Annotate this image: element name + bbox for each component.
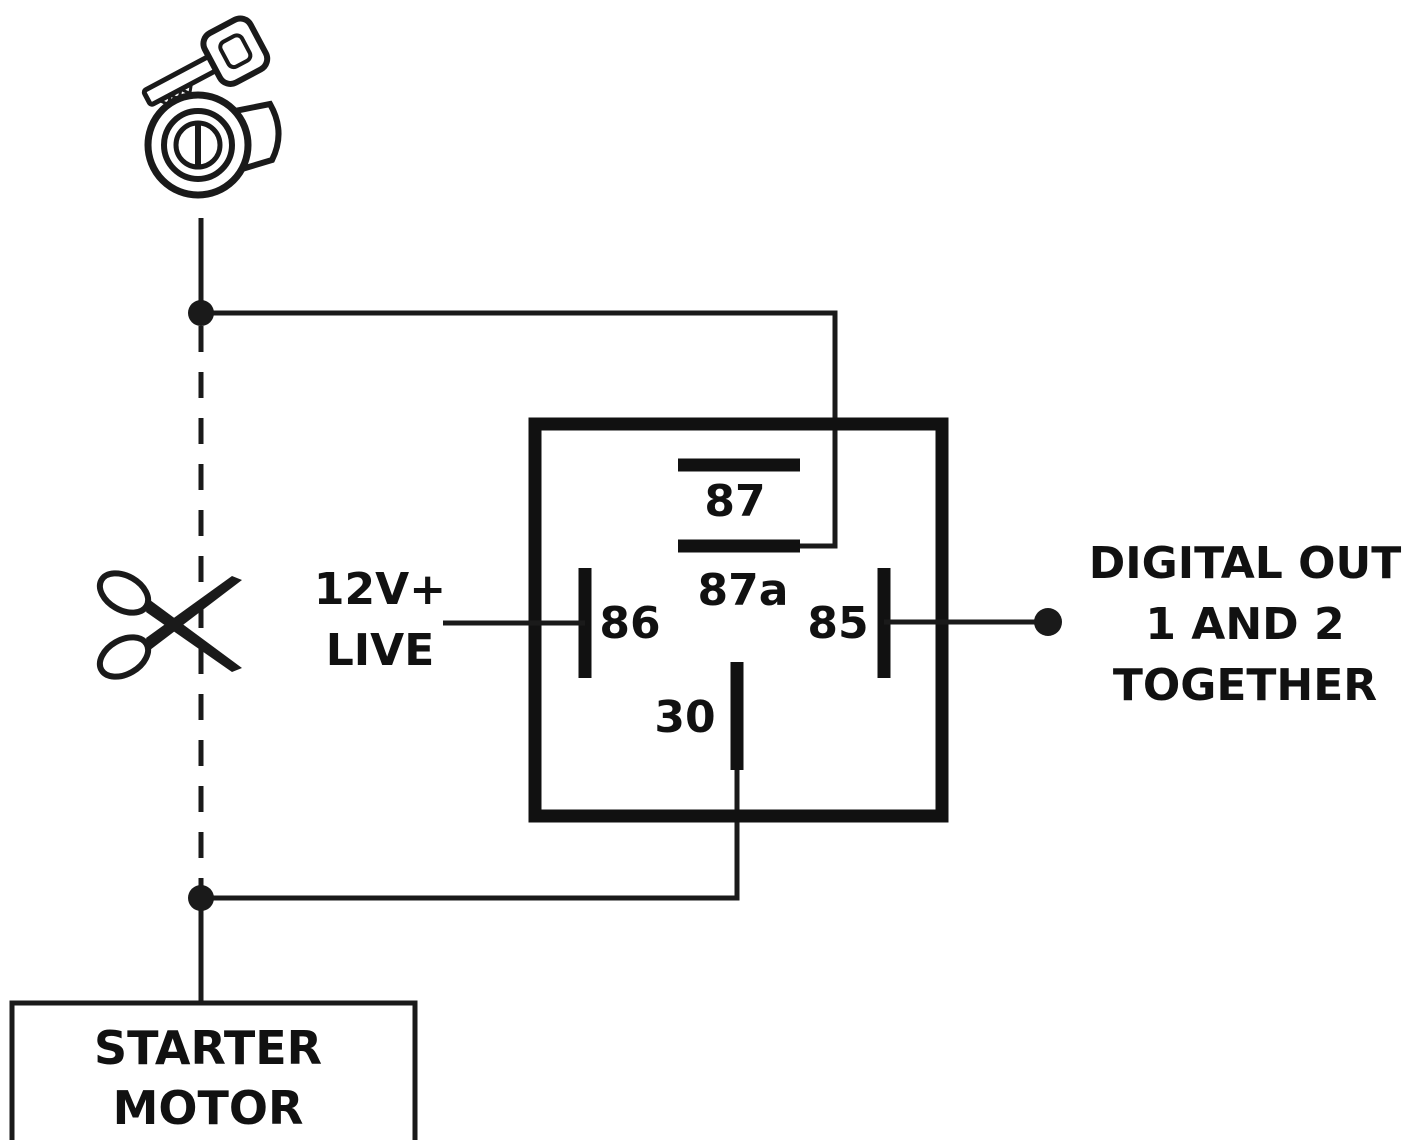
pin-86-label: 86 [599,598,660,649]
junction-dot-top [188,300,214,326]
starter-label-line2: MOTOR [113,1081,304,1135]
digital-label-line1: DIGITAL OUT [1089,538,1402,589]
starter-label-line1: STARTER [94,1021,322,1075]
digital-label-line2: 1 AND 2 [1145,599,1344,650]
scissors-icon [96,570,242,680]
digital-label-line3: TOGETHER [1113,660,1377,711]
pin-85-label: 85 [807,598,868,649]
pin-87-label: 87 [704,476,765,527]
live-label-line1: 12V+ [314,564,446,615]
digital-out-terminal [1034,608,1062,636]
live-label-line2: LIVE [326,625,435,676]
starter-to-30-wire [201,768,740,901]
ignition-key-icon [141,15,282,199]
pin-30-label: 30 [654,692,715,743]
starter-motor-box [9,1000,418,1140]
pin-87a-label: 87a [698,565,789,616]
